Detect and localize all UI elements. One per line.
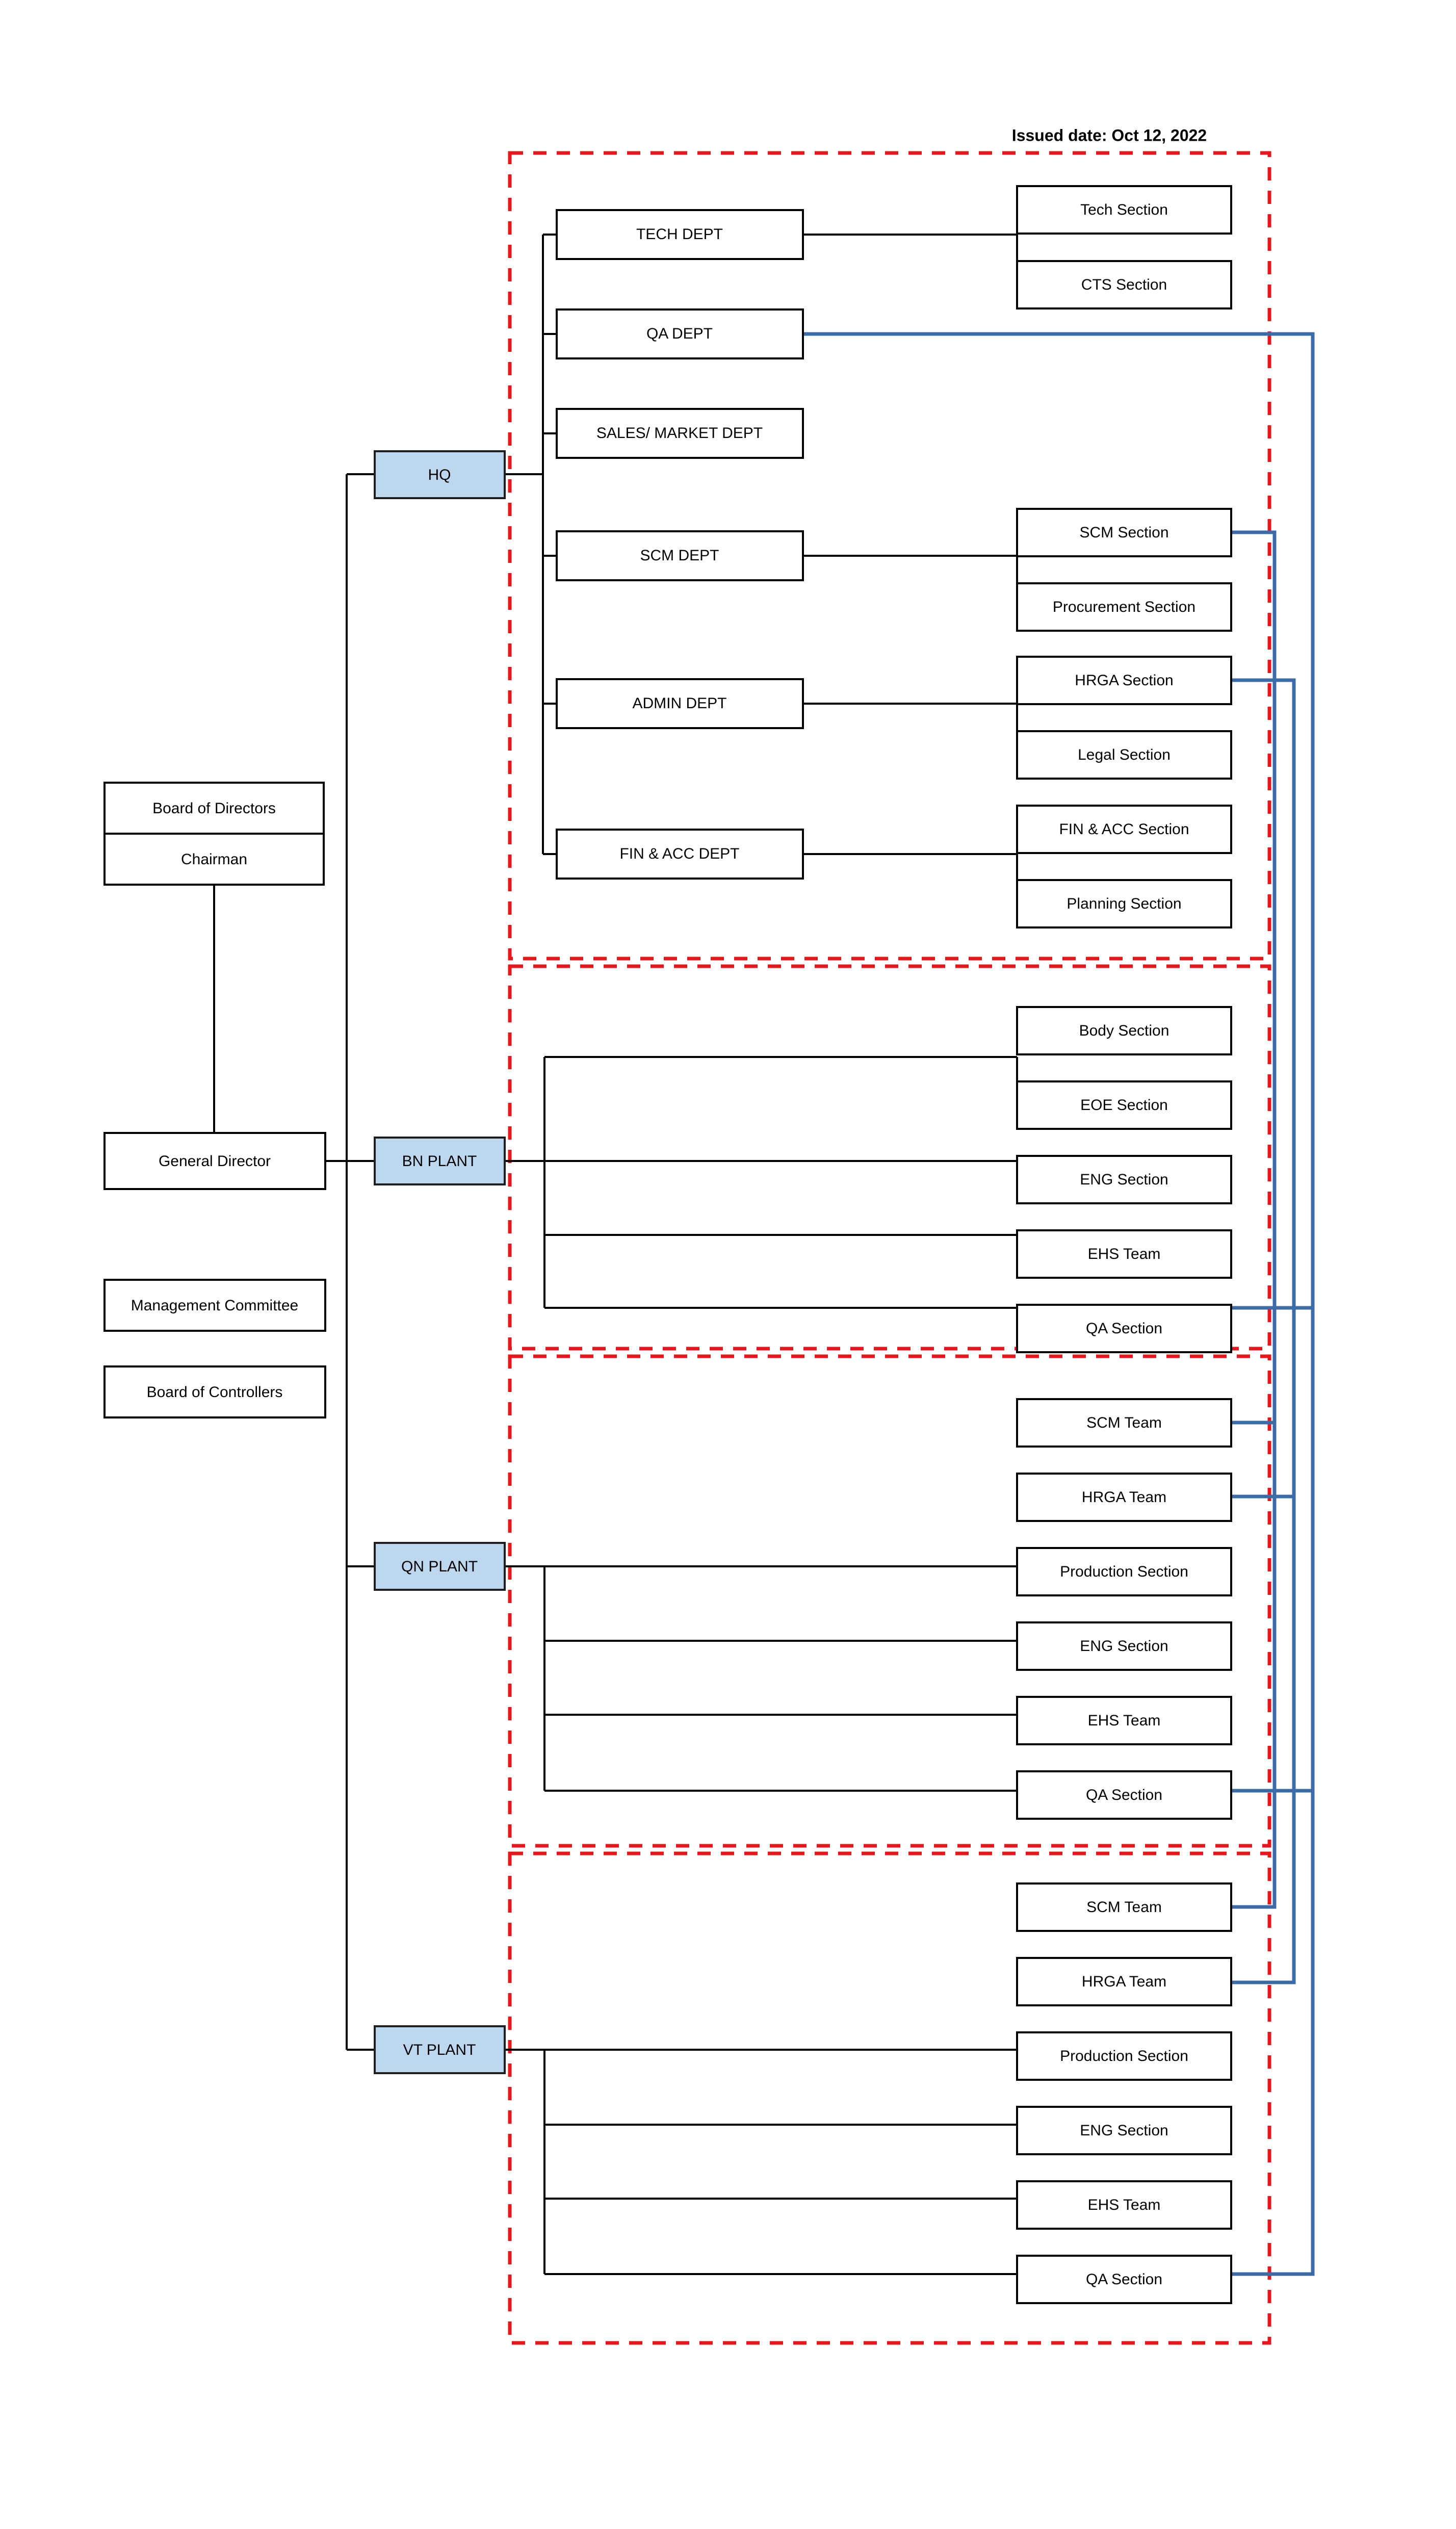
node-bn-eng-section[interactable]: ENG Section xyxy=(1016,1155,1232,1204)
node-dept-sales-market[interactable]: SALES/ MARKET DEPT xyxy=(556,408,804,459)
node-label: ADMIN DEPT xyxy=(632,695,726,712)
node-vt-qa-section[interactable]: QA Section xyxy=(1016,2255,1232,2304)
node-qn-qa-section[interactable]: QA Section xyxy=(1016,1770,1232,1820)
node-label: SALES/ MARKET DEPT xyxy=(596,425,763,442)
node-qn-scm-team[interactable]: SCM Team xyxy=(1016,1398,1232,1448)
node-label: Production Section xyxy=(1060,2048,1188,2065)
node-label: CTS Section xyxy=(1081,276,1167,293)
group-frame-qn xyxy=(508,1354,1271,1848)
node-division-vt-plant[interactable]: VT PLANT xyxy=(374,2025,506,2074)
node-section-planning[interactable]: Planning Section xyxy=(1016,879,1232,928)
node-label: Body Section xyxy=(1079,1022,1169,1039)
node-label: SCM Team xyxy=(1086,1899,1162,1916)
node-section-hrga[interactable]: HRGA Section xyxy=(1016,656,1232,705)
node-label: General Director xyxy=(159,1153,271,1170)
node-qn-production-section[interactable]: Production Section xyxy=(1016,1547,1232,1596)
node-label: ENG Section xyxy=(1080,2122,1168,2139)
node-dept-scm[interactable]: SCM DEPT xyxy=(556,530,804,581)
node-board-of-directors[interactable]: Board of Directors xyxy=(103,782,325,835)
node-section-fin-acc[interactable]: FIN & ACC Section xyxy=(1016,805,1232,854)
node-label: EHS Team xyxy=(1088,1712,1161,1729)
node-vt-production-section[interactable]: Production Section xyxy=(1016,2031,1232,2081)
node-label: Planning Section xyxy=(1067,895,1181,912)
node-label: VT PLANT xyxy=(403,2042,476,2058)
node-label: Legal Section xyxy=(1078,746,1171,763)
node-vt-scm-team[interactable]: SCM Team xyxy=(1016,1882,1232,1932)
node-bn-qa-section[interactable]: QA Section xyxy=(1016,1304,1232,1353)
node-label: Board of Directors xyxy=(152,800,276,817)
node-label: SCM Section xyxy=(1079,524,1168,541)
node-label: Board of Controllers xyxy=(147,1384,283,1401)
node-label: QA Section xyxy=(1086,2271,1162,2288)
node-label: QN PLANT xyxy=(401,1558,478,1575)
node-label: HRGA Team xyxy=(1082,1973,1166,1990)
node-label: ENG Section xyxy=(1080,1171,1168,1188)
node-chairman[interactable]: Chairman xyxy=(103,833,325,886)
node-label: EOE Section xyxy=(1080,1097,1168,1114)
node-board-of-controllers[interactable]: Board of Controllers xyxy=(103,1365,326,1418)
node-label: Management Committee xyxy=(131,1297,298,1314)
node-label: Tech Section xyxy=(1080,201,1168,218)
node-dept-qa[interactable]: QA DEPT xyxy=(556,308,804,359)
node-label: QA DEPT xyxy=(646,325,713,342)
node-label: QA Section xyxy=(1086,1320,1162,1337)
issued-date-label: Issued date: Oct 12, 2022 xyxy=(1012,126,1207,144)
node-bn-ehs-team[interactable]: EHS Team xyxy=(1016,1229,1232,1279)
node-division-hq[interactable]: HQ xyxy=(374,450,506,499)
group-frame-vt xyxy=(508,1851,1271,2345)
node-label: FIN & ACC Section xyxy=(1059,821,1189,838)
node-label: HRGA Team xyxy=(1082,1489,1166,1506)
node-label: SCM DEPT xyxy=(640,547,719,564)
node-bn-eoe-section[interactable]: EOE Section xyxy=(1016,1080,1232,1130)
node-division-qn-plant[interactable]: QN PLANT xyxy=(374,1542,506,1591)
node-label: QA Section xyxy=(1086,1787,1162,1803)
node-label: Chairman xyxy=(181,851,247,868)
node-label: HQ xyxy=(428,467,451,483)
node-dept-admin[interactable]: ADMIN DEPT xyxy=(556,678,804,729)
node-label: BN PLANT xyxy=(402,1153,477,1170)
node-label: HRGA Section xyxy=(1075,672,1173,689)
node-label: Procurement Section xyxy=(1053,599,1195,615)
node-section-cts[interactable]: CTS Section xyxy=(1016,260,1232,309)
node-qn-ehs-team[interactable]: EHS Team xyxy=(1016,1696,1232,1745)
node-section-legal[interactable]: Legal Section xyxy=(1016,730,1232,780)
node-division-bn-plant[interactable]: BN PLANT xyxy=(374,1137,506,1185)
blue-link-hrga-rail xyxy=(1231,678,1296,1984)
group-frame-hq xyxy=(508,151,1271,961)
blue-link-qa-rail xyxy=(803,332,1315,2276)
node-label: EHS Team xyxy=(1088,2197,1161,2213)
node-dept-fin-acc[interactable]: FIN & ACC DEPT xyxy=(556,829,804,880)
node-general-director[interactable]: General Director xyxy=(103,1132,326,1190)
group-frame-bn xyxy=(508,964,1271,1351)
node-qn-hrga-team[interactable]: HRGA Team xyxy=(1016,1473,1232,1522)
node-vt-hrga-team[interactable]: HRGA Team xyxy=(1016,1957,1232,2006)
node-section-procurement[interactable]: Procurement Section xyxy=(1016,582,1232,632)
node-dept-tech[interactable]: TECH DEPT xyxy=(556,209,804,260)
node-label: TECH DEPT xyxy=(636,226,723,243)
node-management-committee[interactable]: Management Committee xyxy=(103,1279,326,1332)
node-bn-body-section[interactable]: Body Section xyxy=(1016,1006,1232,1055)
node-label: EHS Team xyxy=(1088,1246,1161,1262)
node-section-scm[interactable]: SCM Section xyxy=(1016,508,1232,557)
node-label: ENG Section xyxy=(1080,1638,1168,1655)
node-label: Production Section xyxy=(1060,1563,1188,1580)
node-vt-ehs-team[interactable]: EHS Team xyxy=(1016,2180,1232,2230)
blue-link-scm-rail xyxy=(1231,530,1277,1909)
node-label: FIN & ACC DEPT xyxy=(619,845,739,862)
node-label: SCM Team xyxy=(1086,1414,1162,1431)
node-vt-eng-section[interactable]: ENG Section xyxy=(1016,2106,1232,2155)
node-qn-eng-section[interactable]: ENG Section xyxy=(1016,1621,1232,1671)
node-section-tech[interactable]: Tech Section xyxy=(1016,185,1232,235)
